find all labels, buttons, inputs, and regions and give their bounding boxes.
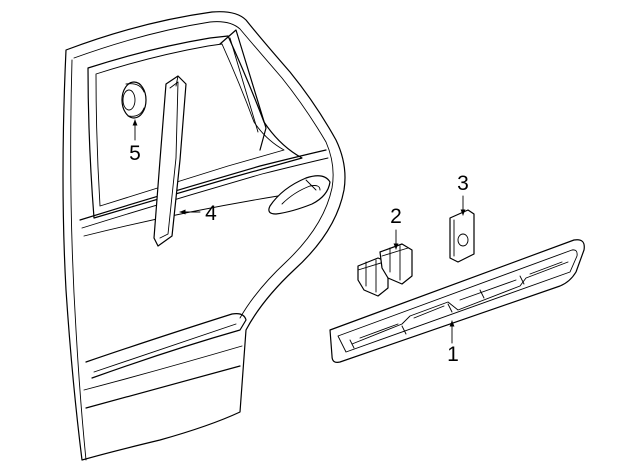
part-5-grommet [121, 81, 147, 119]
callout-leaders [132, 119, 466, 344]
part-3-pad [449, 209, 475, 263]
rear-door [62, 11, 346, 461]
callout-2-label: 2 [390, 205, 402, 228]
callout-5-label: 5 [129, 142, 141, 165]
callout-labels: 1 2 3 4 5 [129, 142, 469, 366]
part-2-clips [357, 243, 413, 297]
callout-4-label: 4 [205, 202, 217, 225]
callout-3-label: 3 [457, 172, 469, 195]
callout-1-label: 1 [447, 343, 459, 366]
part-4-pillar-trim [153, 75, 187, 247]
part-1-molding [329, 239, 585, 363]
